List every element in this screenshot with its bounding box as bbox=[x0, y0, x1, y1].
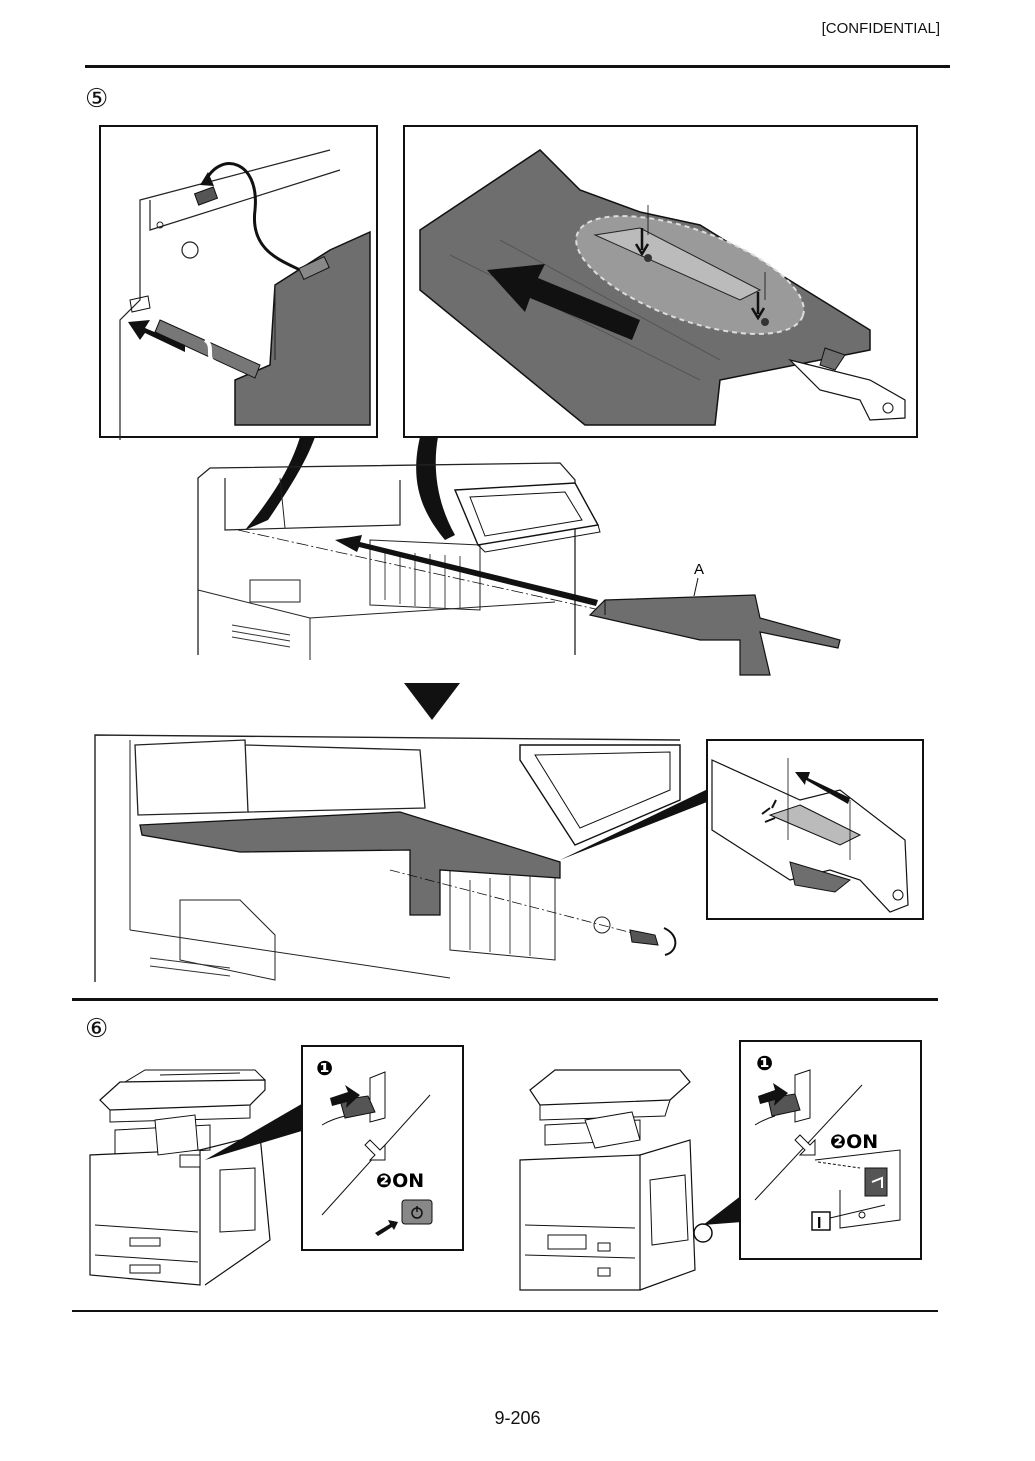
part-label-a: A bbox=[694, 561, 704, 578]
main-switch-icon bbox=[864, 1167, 888, 1197]
leader-wedge-lower bbox=[560, 788, 712, 860]
on-label-left: ❷ON bbox=[376, 1170, 424, 1192]
machine-tray-installed bbox=[94, 734, 681, 982]
detail-panel-latch bbox=[99, 125, 378, 440]
machine-right-step6 bbox=[519, 1069, 713, 1291]
step-5-number: ⑤ bbox=[85, 84, 109, 114]
step-down-arrow bbox=[404, 683, 460, 720]
step-circle-1-left: ❶ bbox=[316, 1056, 333, 1080]
step-circle-1-right: ❶ bbox=[756, 1051, 773, 1075]
bottom-rule bbox=[72, 1310, 938, 1312]
page-number: 9-206 bbox=[494, 1408, 541, 1428]
detail-panel-power-left: ❶ ❷ON bbox=[301, 1045, 464, 1251]
confidential-label: [CONFIDENTIAL] bbox=[821, 20, 940, 37]
step-6-number: ⑥ bbox=[85, 1014, 109, 1044]
step-6-rule bbox=[72, 998, 938, 1001]
leader-wedge-step6-right bbox=[703, 1195, 742, 1225]
part-a-leader bbox=[693, 577, 699, 597]
detail-panel-power-right: ❶ ❷ON I bbox=[739, 1040, 922, 1260]
machine-insert-tray bbox=[197, 462, 841, 676]
leader-wedge-step6-left bbox=[205, 1102, 305, 1160]
switch-mark-label: I bbox=[817, 1215, 821, 1232]
leader-curve-left bbox=[245, 437, 315, 530]
detail-panel-tray-slide bbox=[403, 125, 918, 438]
machine-left-step6 bbox=[89, 1069, 271, 1286]
on-label-right: ❷ON bbox=[830, 1131, 878, 1153]
detail-panel-screw bbox=[706, 739, 924, 920]
top-rule bbox=[85, 65, 950, 68]
leader-curve-right bbox=[416, 437, 455, 540]
